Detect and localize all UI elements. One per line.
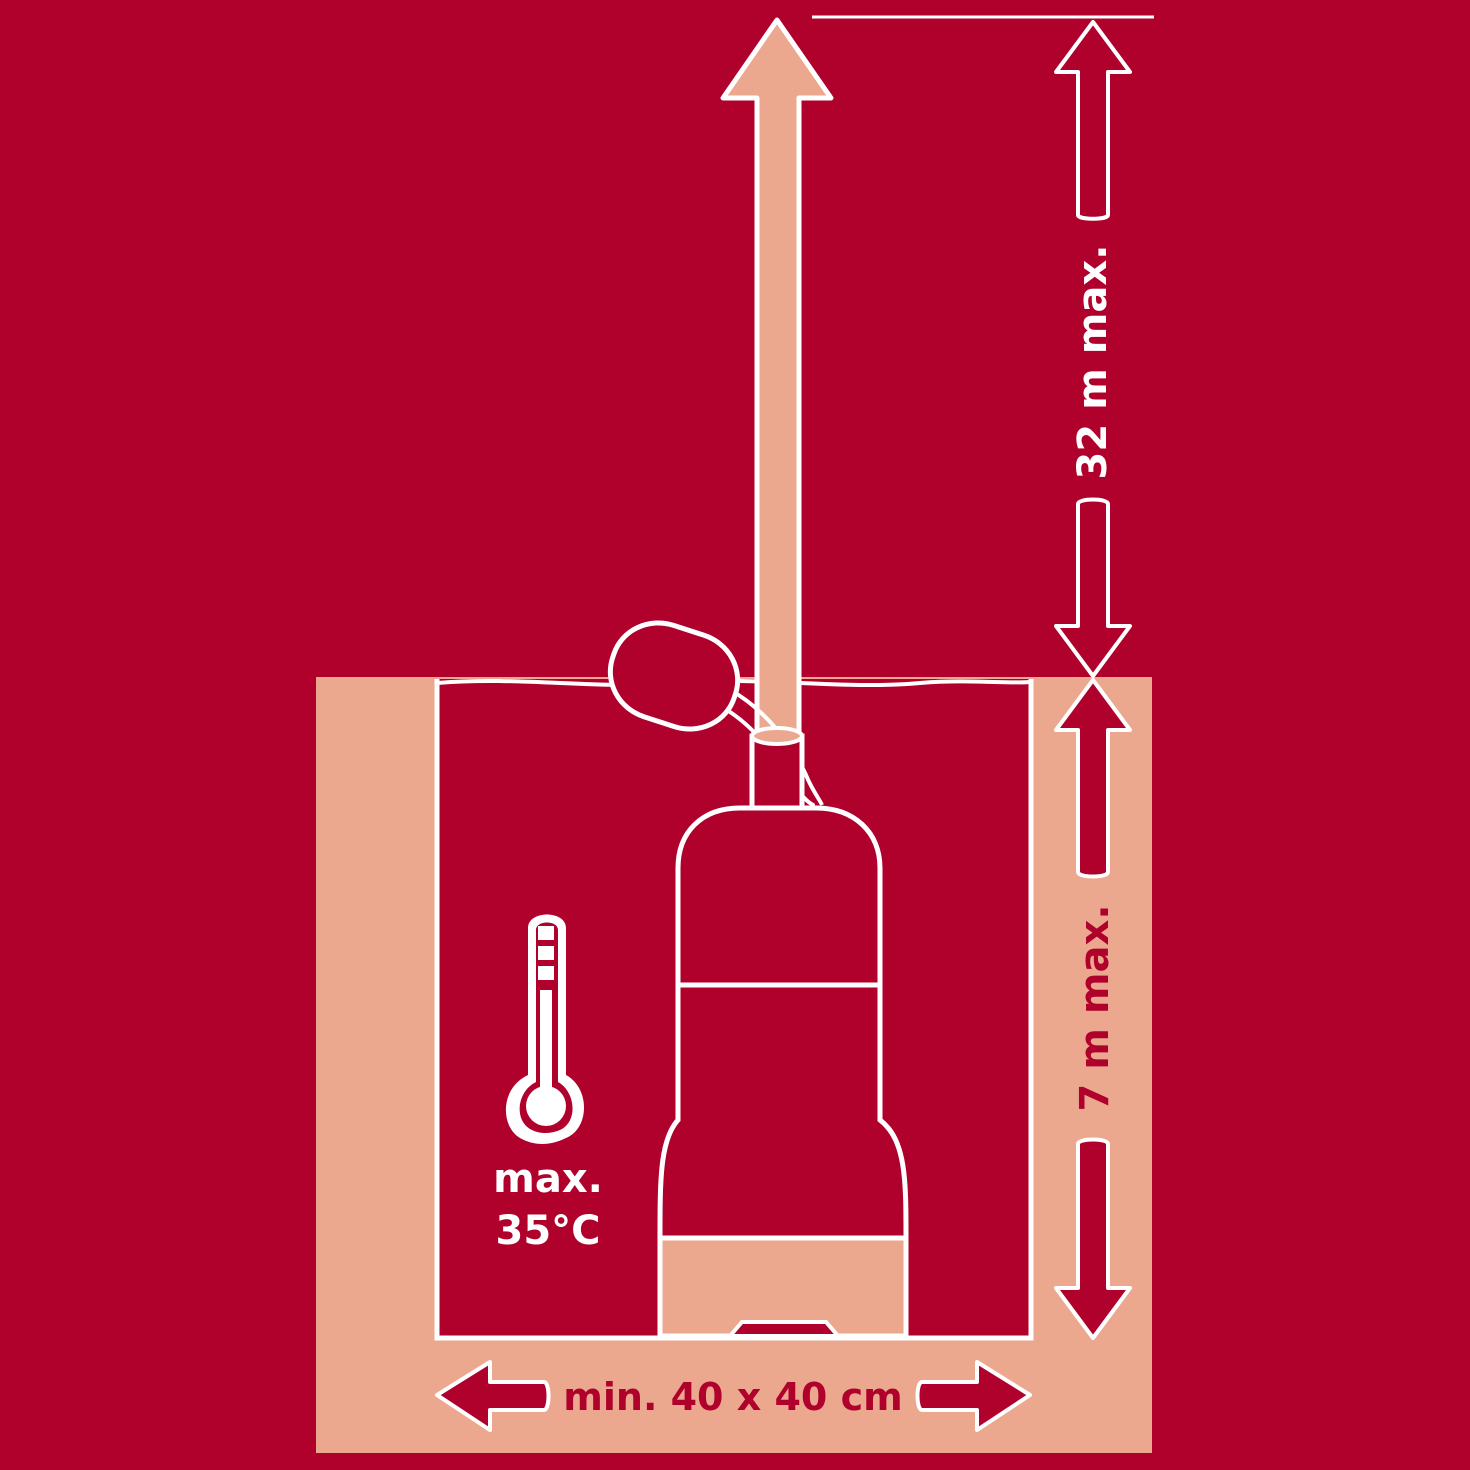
float-switch-icon: [607, 620, 741, 732]
depth-dimension-arrows: [1054, 678, 1132, 1340]
well-shaft: [316, 677, 1152, 1453]
height-arrow-down: [1054, 497, 1132, 678]
width-dimension-arrows: [435, 1360, 1032, 1432]
width-arrow-left: [435, 1360, 551, 1432]
discharge-hose-arrow: [720, 17, 834, 739]
height-dimension-arrows: [1054, 20, 1132, 678]
min-size-label: min. 40 x 40 cm: [563, 1375, 902, 1419]
thermometer-icon: [505, 914, 584, 1144]
pump-icon: [657, 726, 909, 1339]
max-depth-label: 7 m max.: [1072, 904, 1118, 1111]
height-arrow-up: [1054, 20, 1132, 221]
depth-arrow-down: [1054, 1137, 1132, 1340]
width-arrow-right: [915, 1360, 1032, 1432]
temperature-label-line1: max.: [493, 1156, 603, 1202]
depth-arrow-up: [1054, 678, 1132, 879]
temperature-label-line2: 35°C: [495, 1208, 600, 1254]
max-height-label: 32 m max.: [1070, 245, 1116, 480]
